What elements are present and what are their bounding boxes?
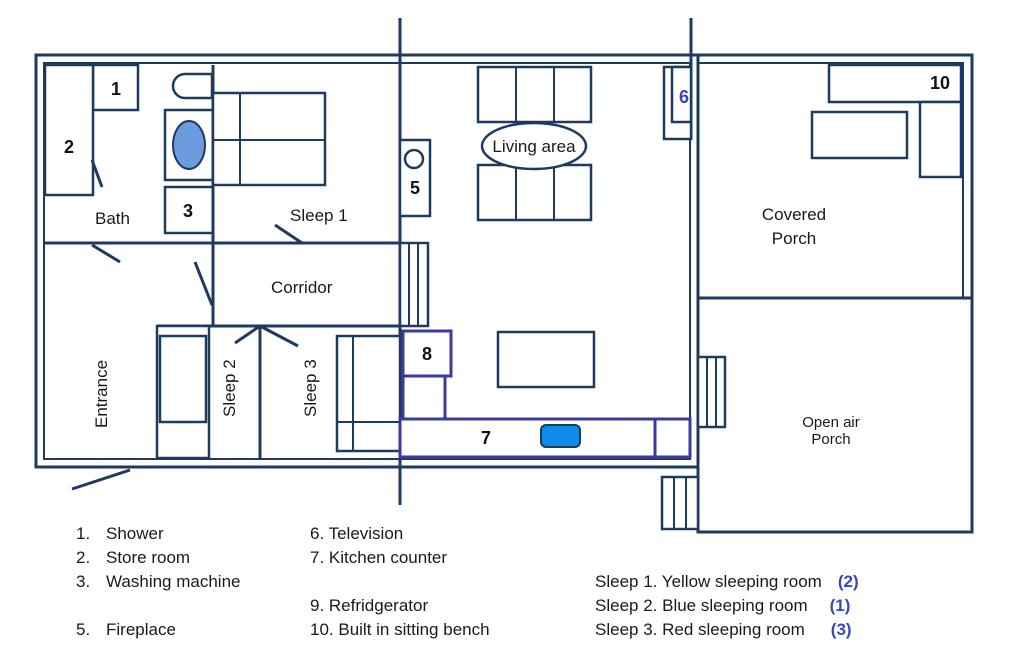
bed-sleep1 [211,91,327,245]
marker-5: 5 [410,178,420,198]
legend-item-5: 5.Fireplace [76,620,176,639]
room-label-entrance: Entrance [92,360,111,428]
porch-stairs [660,355,727,531]
stairs-living [398,241,430,328]
room-label-open-porch-1: Open air [802,414,860,431]
room-label-corridor: Corridor [271,278,333,297]
legend-item-6: 6. Television [310,524,404,543]
legend-item-9: 9. Refridgerator [310,596,429,615]
marker-6: 6 [679,87,689,107]
legend-item-7: 7. Kitchen counter [310,548,448,567]
toilet-bowl [172,120,206,170]
kitchen [398,329,692,459]
living-sofas [476,65,593,222]
marker-10: 10 [930,73,950,93]
room-label-covered-porch-2: Porch [772,229,816,248]
marker-3: 3 [183,201,193,221]
room-label-sleep2: Sleep 2 [220,359,239,417]
bathroom [43,63,400,245]
room-label-covered-porch-1: Covered [762,205,826,224]
sleep-room-1: Sleep 1. Yellow sleeping room(2) [595,572,859,591]
room-label-sleep1: Sleep 1 [290,206,348,225]
room-label-sleep3: Sleep 3 [301,359,320,417]
marker-1: 1 [111,79,121,99]
room-label-bath: Bath [95,209,130,228]
legend-item-3: 3.Washing machine [76,572,241,591]
legend-item-2: 2.Store room [76,548,191,567]
legend-item-10: 10. Built in sitting bench [310,620,490,639]
legend-item-1: 1.Shower [76,524,164,543]
room-label-living-area: Living area [492,137,576,156]
marker-2: 2 [64,137,74,157]
marker-8: 8 [422,344,432,364]
fireplace [398,138,432,218]
bed-sleep3 [335,334,402,453]
porch-bench [810,63,963,179]
tv-cabinet [662,65,693,141]
sleep-room-3: Sleep 3. Red sleeping room(3) [595,620,852,639]
bed-sleep2 [155,324,211,460]
sink [540,424,581,448]
room-label-open-porch-2: Porch [811,431,850,448]
marker-7: 7 [481,428,491,448]
sleep-room-2: Sleep 2. Blue sleeping room(1) [595,596,851,615]
